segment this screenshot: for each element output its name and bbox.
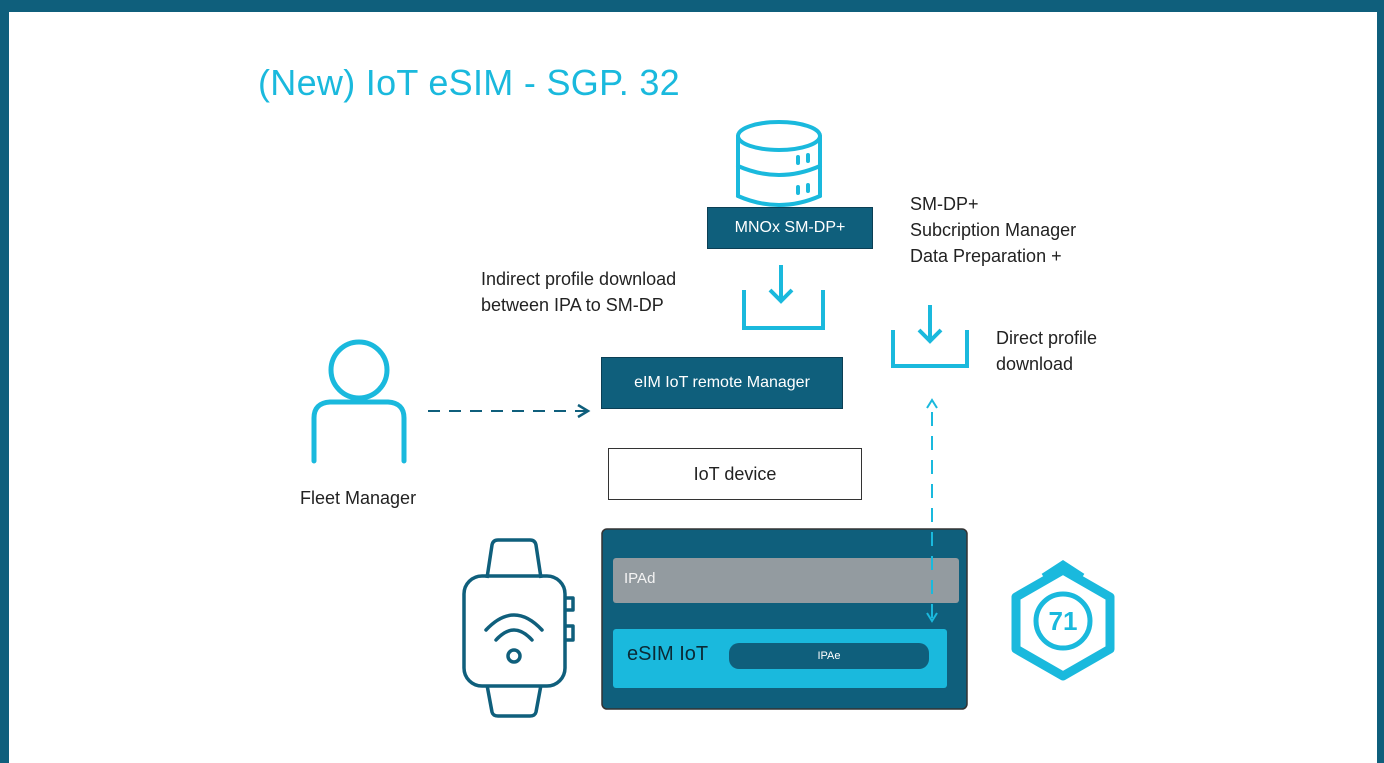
- mno-smdp-box: MNOx SM-DP+: [707, 207, 873, 249]
- eim-manager-box: eIM IoT remote Manager: [601, 357, 843, 409]
- direct-download-arrow: [926, 398, 938, 623]
- eim-manager-label: eIM IoT remote Manager: [634, 374, 810, 391]
- ipad-label: IPAd: [624, 570, 656, 587]
- direct-download-line1: Direct profile: [996, 328, 1098, 348]
- direct-download-label: Direct profile download: [996, 325, 1097, 377]
- mno-smdp-label: MNOx SM-DP+: [734, 219, 846, 236]
- ipae-pill: [729, 643, 929, 669]
- smdp-line3: Data Preparation +: [910, 246, 1062, 266]
- direct-download-line2: download: [996, 354, 1074, 374]
- iot-device-box: IoT device: [608, 448, 862, 500]
- logo-text: 71: [1048, 606, 1078, 636]
- iot-device-label: IoT device: [693, 463, 777, 484]
- esim-iot-label: eSIM IoT: [627, 643, 709, 665]
- page-title: (New) IoT eSIM - SGP. 32: [258, 62, 681, 103]
- indirect-download-line1: Indirect profile download: [481, 269, 677, 289]
- indirect-download-label: Indirect profile download between IPA to…: [481, 266, 676, 318]
- smdp-description: SM-DP+ Subcription Manager Data Preparat…: [910, 191, 1076, 269]
- download-tray-icon: [742, 265, 825, 330]
- database-icon: [736, 120, 822, 207]
- download-tray-icon: [891, 305, 969, 368]
- hexagon-logo-icon: [1011, 560, 1115, 681]
- person-icon: [311, 339, 407, 464]
- indirect-download-line2: between IPA to SM-DP: [481, 295, 664, 315]
- fleet-manager-label: Fleet Manager: [300, 488, 417, 508]
- smartwatch-icon: [462, 538, 575, 718]
- ipae-label: IPAe: [817, 650, 841, 662]
- wifi-icon: [484, 613, 544, 664]
- smdp-line2: Subcription Manager: [910, 220, 1077, 240]
- fleet-manager-arrow: [428, 403, 591, 419]
- smdp-line1: SM-DP+: [910, 194, 979, 214]
- ipad-bar: [613, 558, 959, 603]
